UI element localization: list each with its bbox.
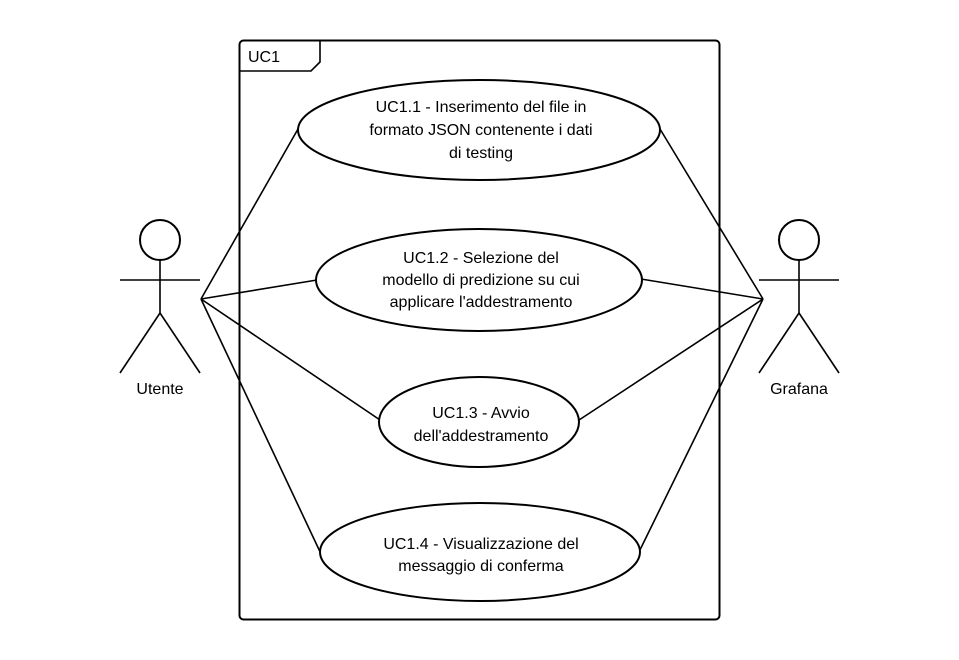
use-case-text-line: dell'addestramento (414, 428, 549, 445)
use-case-uc1-2[interactable]: UC1.2 - Selezione del modello di predizi… (315, 228, 643, 332)
actor-head-icon (139, 219, 181, 261)
system-title: UC1 (248, 49, 280, 66)
system-boundary-tab (240, 41, 321, 72)
actor-right-leg (159, 312, 201, 374)
use-case-uc1-1[interactable]: UC1.1 - Inserimento del file in formato … (297, 79, 661, 181)
use-case-text-line: applicare l'addestramento (390, 294, 573, 311)
use-case-ellipse[interactable] (315, 228, 643, 332)
association-utente-uc1-4[interactable] (200, 298, 323, 557)
actor-name: Utente (136, 381, 183, 398)
use-case-text-line: UC1.3 - Avvio (432, 405, 530, 422)
actor-left-leg (758, 312, 800, 374)
use-case-ellipse[interactable] (319, 502, 641, 602)
use-case-text-line: UC1.1 - Inserimento del file in (376, 99, 587, 116)
associations (200, 128, 764, 557)
use-case-uc1-3[interactable]: UC1.3 - Avvio dell'addestramento (378, 376, 580, 468)
use-case-ellipse[interactable] (297, 79, 661, 181)
actor-grafana[interactable]: Grafana (758, 219, 840, 398)
actor-right-leg (798, 312, 840, 374)
use-case-text-line: UC1.2 - Selezione del (403, 250, 559, 267)
association-utente-uc1-3[interactable] (200, 298, 384, 423)
association-utente-uc1-2[interactable] (200, 279, 318, 300)
use-case-text-line: messaggio di conferma (398, 558, 564, 575)
use-case-uc1-4[interactable]: UC1.4 - Visualizzazione del messaggio di… (319, 502, 641, 602)
use-case-text-line: formato JSON contenente i dati (369, 122, 592, 139)
use-case-ellipse[interactable] (378, 376, 580, 468)
use-case-text-line: di testing (449, 145, 513, 162)
actor-name: Grafana (770, 381, 828, 398)
use-case-text-line: UC1.4 - Visualizzazione del (383, 536, 578, 553)
use-case-text-line: modello di predizione su cui (382, 272, 579, 289)
association-grafana-uc1-1[interactable] (659, 128, 764, 300)
actor-head-icon (778, 219, 820, 261)
actor-left-leg (119, 312, 161, 374)
association-grafana-uc1-3[interactable] (575, 298, 764, 423)
association-utente-uc1-1[interactable] (200, 128, 299, 300)
association-grafana-uc1-2[interactable] (640, 278, 764, 300)
actor-utente[interactable]: Utente (119, 219, 201, 398)
association-grafana-uc1-4[interactable] (636, 298, 764, 557)
